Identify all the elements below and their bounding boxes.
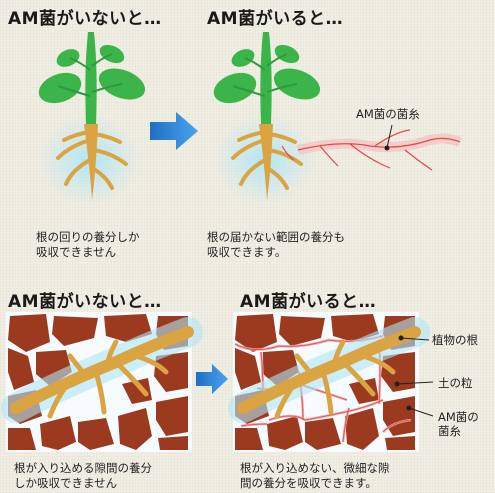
bottom-left-heading: AM菌がいないと…: [8, 292, 162, 312]
caption-line: 根が入り込める隙間の養分: [14, 461, 152, 475]
caption-line: 吸収できません: [36, 245, 117, 259]
hyphae-label: AM菌の菌糸: [356, 107, 420, 121]
plant-with-fungi-illustration: [213, 32, 462, 205]
label-line: AM菌の: [438, 410, 479, 424]
soil-without-fungi-illustration: [1, 312, 203, 452]
bottom-right-caption: 根が入り込めない、微細な隙 間の養分を吸収できます。: [240, 461, 390, 491]
top-right-heading: AM菌がいると…: [207, 9, 344, 29]
caption-line: 根の回りの養分しか: [36, 230, 140, 244]
caption-line: 根の届かない範囲の養分も: [207, 230, 345, 244]
caption-line: 根が入り込めない、微細な隙: [240, 461, 390, 475]
caption-line: 吸収できます。: [207, 245, 287, 259]
fungus-hyphae-label: AM菌の 菌糸: [438, 410, 479, 438]
caption-line: 間の養分を吸収できます。: [240, 476, 377, 490]
top-left-caption: 根の回りの養分しか 吸収できません: [36, 230, 140, 260]
caption-line: しか吸収できません: [14, 476, 118, 490]
top-left-heading: AM菌がいないと…: [8, 9, 162, 29]
top-right-caption: 根の届かない範囲の養分も 吸収できます。: [207, 230, 345, 260]
soil-particle-label: 土の粒: [438, 376, 473, 390]
bottom-left-caption: 根が入り込める隙間の養分 しか吸収できません: [14, 461, 152, 491]
label-line: 菌糸: [438, 424, 461, 438]
root-label: 植物の根: [432, 333, 478, 347]
bottom-right-heading: AM菌がいると…: [240, 292, 377, 312]
arrow-right-icon: [196, 364, 228, 394]
arrow-right-icon: [150, 112, 198, 150]
soil-with-fungi-illustration: [228, 312, 434, 452]
